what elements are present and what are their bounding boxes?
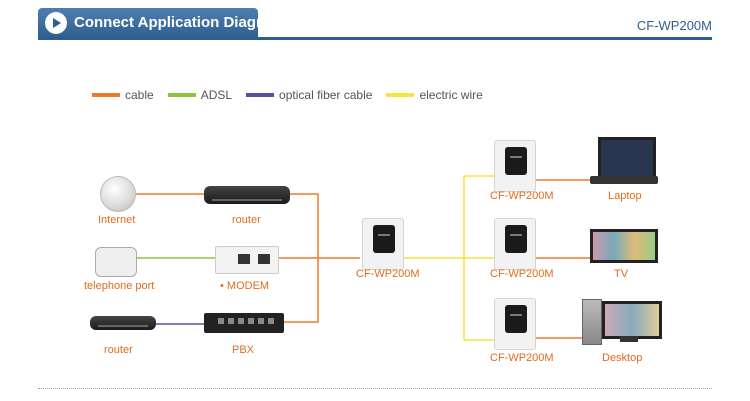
- legend-item-adsl: ADSL: [167, 88, 233, 102]
- modem-icon: [215, 246, 279, 274]
- telephone-icon: [95, 247, 137, 277]
- router-icon-bottom: [90, 316, 156, 330]
- switch-port: [258, 318, 264, 324]
- powerline-adapter-top-icon: [494, 140, 536, 192]
- footer-divider: [38, 388, 712, 389]
- legend-label-electric: electric wire: [419, 88, 483, 102]
- telephone-port-label: telephone port: [84, 280, 155, 292]
- model-label: CF-WP200M: [636, 18, 712, 33]
- header-underline: [38, 37, 712, 40]
- legend-label-cable: cable: [125, 88, 154, 102]
- play-icon: [45, 12, 67, 34]
- legend-label-adsl: ADSL: [200, 88, 233, 102]
- pbx-label: PBX: [232, 344, 255, 356]
- router-label-bottom: router: [104, 344, 133, 356]
- desktop-tower-icon: [582, 299, 602, 345]
- modem-port: [258, 254, 270, 264]
- modem-label: • MODEM: [220, 280, 270, 292]
- adapter-top-label: CF-WP200M: [490, 190, 554, 202]
- switch-port: [238, 318, 244, 324]
- header-tab: [38, 8, 258, 38]
- legend-swatch-electric: [386, 93, 415, 97]
- legend-item-cable: cable: [92, 88, 154, 102]
- legend-label-fiber: optical fiber cable: [279, 88, 373, 102]
- adapter-mid-label: CF-WP200M: [490, 268, 554, 280]
- adapter-bottom-label: CF-WP200M: [490, 352, 554, 364]
- powerline-adapter-mid-icon: [494, 218, 536, 270]
- legend-swatch-cable: [92, 93, 120, 97]
- switch-port: [228, 318, 234, 324]
- switch-port: [218, 318, 224, 324]
- adapter-body: [505, 147, 527, 175]
- adapter-body: [505, 225, 527, 253]
- router-icon: [204, 186, 290, 204]
- pbx-switch-icon: [204, 313, 284, 333]
- powerline-adapter-center-icon: [362, 218, 404, 270]
- adapter-body: [373, 225, 395, 253]
- desktop-label: Desktop: [602, 352, 643, 364]
- cable-pbx-adapter: [284, 258, 319, 323]
- powerline-adapter-bottom-icon: [494, 298, 536, 350]
- modem-port: [238, 254, 250, 264]
- cable-router-adapter: [290, 193, 360, 259]
- legend-swatch-adsl: [167, 93, 196, 97]
- legend-swatch-fiber: [246, 93, 275, 97]
- tv-label: TV: [614, 268, 629, 280]
- desktop-monitor-icon: [602, 301, 662, 339]
- router-label-top: router: [232, 214, 261, 226]
- internet-globe-icon: [100, 176, 136, 212]
- legend-item-fiber: optical fiber cable: [246, 88, 372, 102]
- switch-port: [248, 318, 254, 324]
- legend-item-electric: electric wire: [386, 88, 483, 102]
- laptop-base: [590, 176, 658, 184]
- legend: cable ADSL optical fiber cable electric …: [92, 88, 483, 102]
- switch-port: [268, 318, 274, 324]
- laptop-icon: [598, 137, 656, 179]
- modem-label-text: MODEM: [226, 280, 270, 292]
- tv-icon: [590, 229, 658, 263]
- page-title: Connect Application Diagram: [74, 14, 284, 31]
- adapter-body: [505, 305, 527, 333]
- center-adapter-label: CF-WP200M: [356, 268, 420, 280]
- laptop-label: Laptop: [608, 190, 642, 202]
- internet-label: Internet: [98, 214, 136, 226]
- monitor-stand: [620, 336, 638, 342]
